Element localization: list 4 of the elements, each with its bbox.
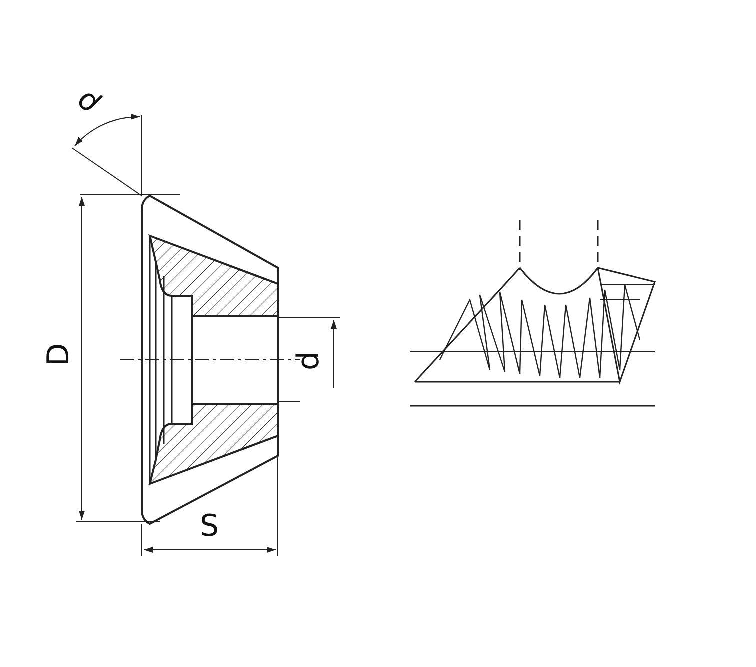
angle-label: ρ xyxy=(70,86,105,120)
dimension-label: S xyxy=(200,512,220,542)
dimension-label: D xyxy=(44,343,75,367)
dimension-label: d xyxy=(294,351,325,371)
